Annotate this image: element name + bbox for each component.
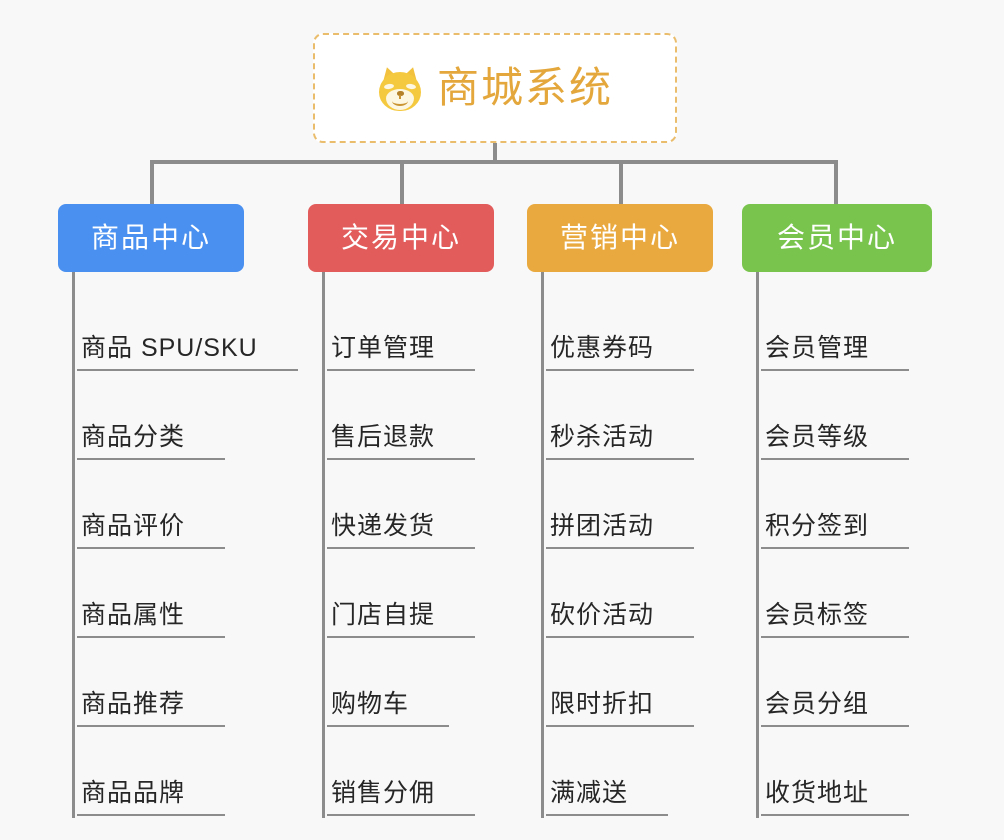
- leaf-label: 门店自提: [327, 601, 476, 638]
- leaf-label: 会员等级: [761, 423, 910, 460]
- leaf-label: 商品分类: [77, 423, 226, 460]
- leaf-item[interactable]: 快递发货: [327, 462, 538, 551]
- leaf-label: 会员标签: [761, 601, 910, 638]
- leaf-list-4: 会员管理 会员等级 积分签到 会员标签 会员分组 收货地址: [756, 272, 972, 818]
- connector-root-stem: [493, 143, 497, 164]
- connector-drop-1: [150, 160, 154, 204]
- leaf-label: 秒杀活动: [546, 423, 695, 460]
- leaf-item[interactable]: 积分签到: [761, 462, 972, 551]
- connector-drop-2: [400, 160, 404, 204]
- leaf-item[interactable]: 限时折扣: [546, 640, 757, 729]
- leaf-item[interactable]: 购物车: [327, 640, 538, 729]
- leaf-label: 限时折扣: [546, 690, 695, 727]
- leaf-label: 订单管理: [327, 334, 476, 371]
- leaf-item[interactable]: 收货地址: [761, 729, 972, 818]
- leaf-list-3: 优惠券码 秒杀活动 拼团活动 砍价活动 限时折扣 满减送: [541, 272, 757, 818]
- leaf-label: 商品评价: [77, 512, 226, 549]
- leaf-item[interactable]: 商品分类: [77, 373, 318, 462]
- category-label-2: 交易中心: [340, 222, 461, 253]
- root-title: 商城系统: [436, 64, 613, 111]
- leaf-list-1: 商品 SPU/SKU 商品分类 商品评价 商品属性 商品推荐 商品品牌: [72, 272, 318, 818]
- leaf-item[interactable]: 满减送: [546, 729, 757, 818]
- leaf-item[interactable]: 门店自提: [327, 551, 538, 640]
- connector-drop-3: [619, 160, 623, 204]
- leaf-item[interactable]: 订单管理: [327, 284, 538, 373]
- leaf-label: 销售分佣: [327, 779, 476, 816]
- leaf-label: 商品品牌: [77, 779, 226, 816]
- leaf-label: 满减送: [546, 779, 669, 816]
- leaf-label: 会员分组: [761, 690, 910, 727]
- leaf-label: 售后退款: [327, 423, 476, 460]
- leaf-item[interactable]: 商品 SPU/SKU: [77, 284, 318, 373]
- leaf-item[interactable]: 会员标签: [761, 551, 972, 640]
- leaf-label: 积分签到: [761, 512, 910, 549]
- leaf-label: 购物车: [327, 690, 450, 727]
- leaf-list-2: 订单管理 售后退款 快递发货 门店自提 购物车 销售分佣: [322, 272, 538, 818]
- leaf-item[interactable]: 销售分佣: [327, 729, 538, 818]
- category-node-3[interactable]: 营销中心: [527, 204, 713, 272]
- leaf-label: 收货地址: [761, 779, 910, 816]
- category-node-4[interactable]: 会员中心: [742, 204, 932, 272]
- branch-column-3: 营销中心 优惠券码 秒杀活动 拼团活动 砍价活动 限时折扣 满减送: [527, 204, 757, 818]
- leaf-label: 快递发货: [327, 512, 476, 549]
- connector-drop-4: [834, 160, 838, 204]
- category-node-2[interactable]: 交易中心: [308, 204, 494, 272]
- branch-column-1: 商品中心 商品 SPU/SKU 商品分类 商品评价 商品属性 商品推荐 商品品牌: [58, 204, 318, 818]
- shiba-dog-icon: [377, 64, 423, 113]
- leaf-item[interactable]: 会员分组: [761, 640, 972, 729]
- leaf-item[interactable]: 商品评价: [77, 462, 318, 551]
- leaf-label: 商品 SPU/SKU: [77, 334, 298, 371]
- connector-horizontal-bus: [150, 160, 838, 164]
- leaf-label: 商品推荐: [77, 690, 226, 727]
- leaf-label: 会员管理: [761, 334, 910, 371]
- leaf-label: 拼团活动: [546, 512, 695, 549]
- leaf-item[interactable]: 商品品牌: [77, 729, 318, 818]
- leaf-item[interactable]: 商品属性: [77, 551, 318, 640]
- category-label-1: 商品中心: [90, 222, 211, 253]
- leaf-label: 优惠券码: [546, 334, 695, 371]
- leaf-item[interactable]: 优惠券码: [546, 284, 757, 373]
- branch-column-4: 会员中心 会员管理 会员等级 积分签到 会员标签 会员分组 收货地址: [742, 204, 972, 818]
- leaf-label: 商品属性: [77, 601, 226, 638]
- root-node[interactable]: 商城系统: [313, 33, 677, 143]
- leaf-item[interactable]: 拼团活动: [546, 462, 757, 551]
- leaf-label: 砍价活动: [546, 601, 695, 638]
- leaf-item[interactable]: 会员等级: [761, 373, 972, 462]
- branch-column-2: 交易中心 订单管理 售后退款 快递发货 门店自提 购物车 销售分佣: [308, 204, 538, 818]
- leaf-item[interactable]: 商品推荐: [77, 640, 318, 729]
- category-node-1[interactable]: 商品中心: [58, 204, 244, 272]
- leaf-item[interactable]: 秒杀活动: [546, 373, 757, 462]
- leaf-item[interactable]: 售后退款: [327, 373, 538, 462]
- leaf-item[interactable]: 砍价活动: [546, 551, 757, 640]
- category-label-4: 会员中心: [776, 222, 897, 253]
- leaf-item[interactable]: 会员管理: [761, 284, 972, 373]
- category-label-3: 营销中心: [559, 222, 680, 253]
